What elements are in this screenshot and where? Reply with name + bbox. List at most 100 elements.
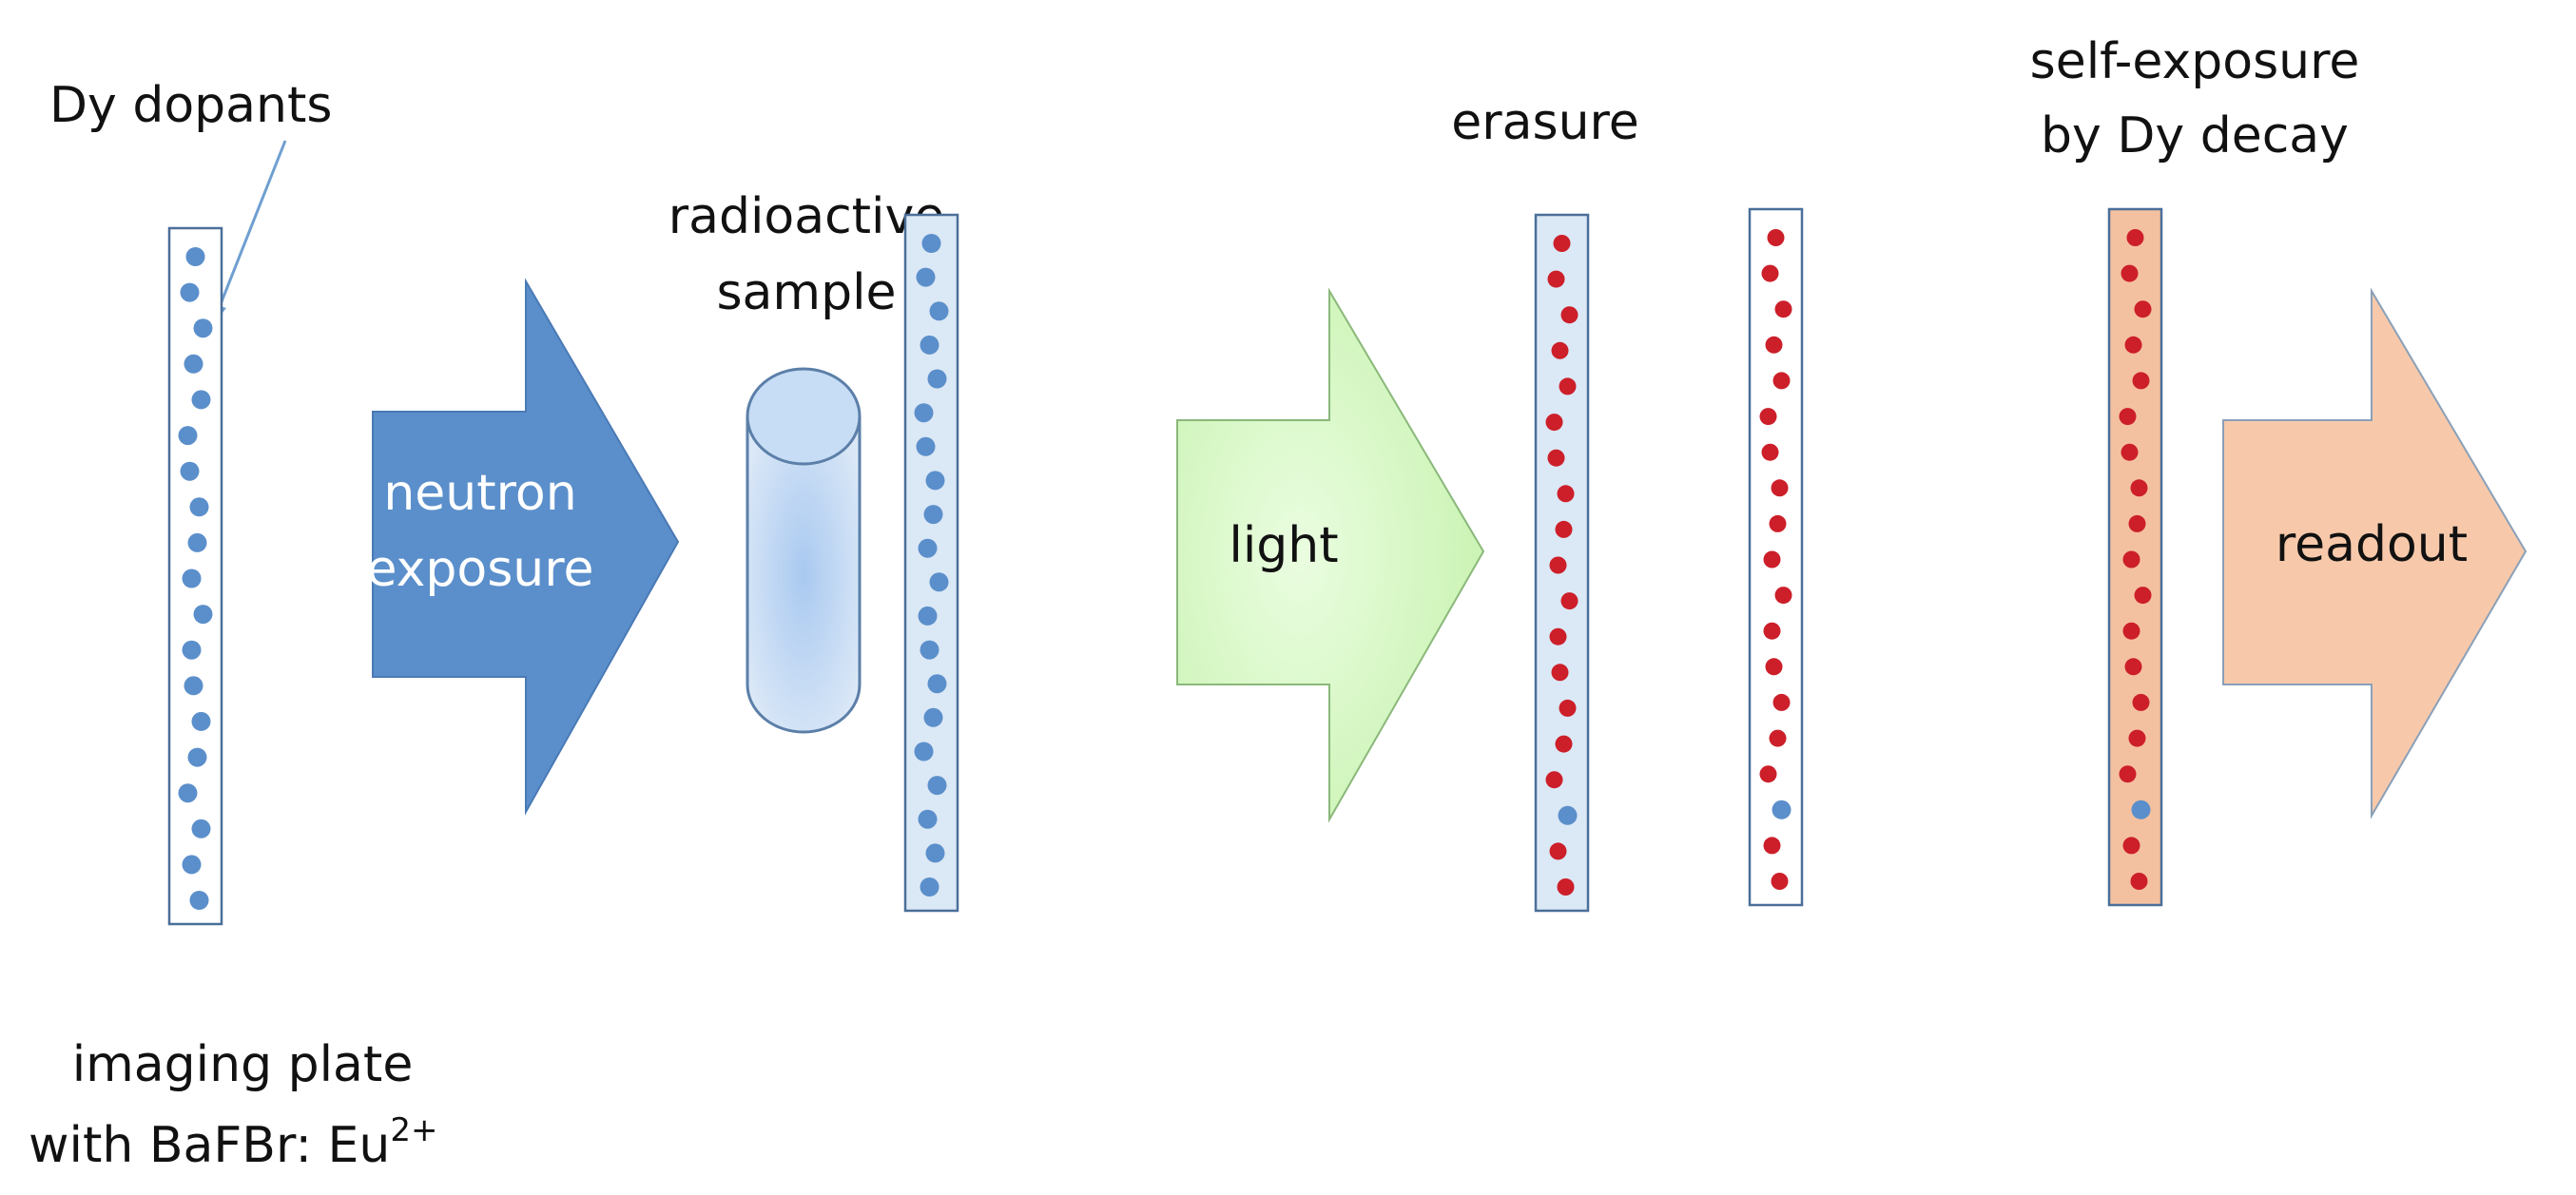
plate-erased-dopant-dot (1774, 300, 1792, 318)
plate-after-light-dopant-dot (1545, 771, 1563, 789)
plate-after-light-dopant-dot (1555, 735, 1573, 753)
plate-self-exposure-dopant-dot (2122, 837, 2140, 855)
plate-erased-dopant-dot (1765, 658, 1783, 676)
plate-erased-dopant-dot (1769, 514, 1787, 532)
plate-self-exposure-dopant-dot (2119, 408, 2137, 426)
plate-erased-dopant-dot (1765, 336, 1783, 354)
light-arrow-label: light (1229, 517, 1338, 574)
plate-self-exposure-dopant-dot (2132, 372, 2150, 390)
plate-self-exposure-dopant-dot (2124, 658, 2142, 676)
plate-erased-dopant-dot (1772, 693, 1791, 711)
plate-after-light-dopant-dot (1560, 306, 1579, 324)
plate-self-exposure-dopant-dot (2126, 229, 2144, 246)
plate-initial-dopant-dot (189, 497, 209, 517)
plate-after-light-dopant-dot (1549, 556, 1567, 574)
neutron-arrow-label-1: neutron (383, 465, 576, 522)
plate-exposed-dopant-dot (918, 538, 938, 558)
plate-self-exposure-dopant-dot (2122, 622, 2140, 640)
plate-self-exposure-dopant-dot (2128, 514, 2146, 532)
plate-initial-dopant-dot (187, 532, 207, 552)
label-dy-dopants: Dy dopants (49, 77, 332, 134)
label-erasure: erasure (1451, 94, 1639, 151)
plate-exposed-dopant-dot (923, 505, 943, 525)
plate-after-light-dopant-dot (1547, 449, 1565, 467)
radioactive-sample-cylinder (746, 367, 862, 734)
plate-after-light-dopant-dot (1558, 805, 1578, 825)
plate-exposed-dopant-dot (914, 742, 934, 761)
plate-exposed-dopant-dot (916, 436, 936, 456)
plate-exposed-dopant-dot (914, 403, 934, 423)
neutron-arrow-label-2: exposure (367, 541, 594, 598)
plate-exposed-dopant-dot (920, 335, 939, 355)
plate-after-light-dopant-dot (1559, 699, 1577, 717)
plate-initial-dopant-dot (184, 676, 203, 696)
label-sample: sample (716, 264, 896, 321)
plate-exposed-dopant-dot (927, 674, 947, 694)
plate-self-exposure-dopant-dot (2134, 587, 2152, 605)
plate-self-exposure-dopant-dot (2119, 765, 2137, 783)
plate-erased-dopant-dot (1761, 443, 1779, 461)
plate-erased-dopant-dot (1774, 587, 1792, 605)
plate-self-exposure-dopant-dot (2130, 873, 2148, 890)
plate-initial-dopant-dot (191, 711, 211, 731)
plate-after-light-dopant-dot (1557, 878, 1575, 896)
plate-initial-dopant-dot (180, 461, 200, 481)
plate-erased-dopant-dot (1759, 765, 1777, 783)
imaging-plates (167, 207, 2163, 926)
plate-self-exposure-dopant-dot (2121, 443, 2139, 461)
plate-initial-dopant-dot (189, 891, 209, 910)
light-arrow (1176, 287, 1485, 823)
plate-after-light-dopant-dot (1560, 592, 1579, 610)
plate-erased-dopant-dot (1772, 800, 1792, 819)
label-by-dy-decay: by Dy decay (2041, 107, 2349, 164)
plate-initial-dopant-dot (193, 605, 213, 625)
plate-self-exposure-dopant-dot (2122, 550, 2140, 569)
plate-after-light-dopant-dot (1557, 485, 1575, 503)
plate-erased-dopant-dot (1772, 372, 1791, 390)
label-imaging-plate-material: with BaFBr: Eu2+ (29, 1111, 437, 1174)
plate-erased-dopant-dot (1771, 873, 1789, 890)
plate-after-light-dopant-dot (1549, 842, 1567, 860)
plate-initial-dopant-dot (191, 390, 211, 410)
plate-self-exposure-dopant-dot (2134, 300, 2152, 318)
plate-self-exposure-dopant-dot (2124, 336, 2142, 354)
plate-after-light-dopant-dot (1545, 414, 1563, 432)
label-radioactive: radioactive (668, 188, 945, 245)
plate-after-light-dopant-dot (1555, 520, 1573, 538)
plate-initial-dopant-dot (187, 747, 207, 767)
imaging-plate-superscript: 2+ (390, 1111, 437, 1149)
plate-initial-dopant-dot (185, 247, 205, 266)
plate-erased-dopant-dot (1771, 479, 1789, 497)
imaging-plate-formula: with BaFBr: Eu (29, 1117, 390, 1174)
plate-after-light-dopant-dot (1551, 341, 1569, 359)
readout-arrow (2222, 287, 2528, 819)
plate-initial-dopant-dot (184, 354, 203, 374)
plate-erased-dopant-dot (1763, 622, 1781, 640)
readout-arrow-label: readout (2276, 516, 2468, 573)
plate-initial-dopant-dot (182, 855, 202, 875)
plate-after-light-dopant-dot (1549, 627, 1567, 646)
plate-after-light-dopant-dot (1547, 270, 1565, 288)
plate-exposed-dopant-dot (916, 267, 936, 287)
plate-exposed-dopant-dot (918, 809, 938, 829)
plate-exposed (903, 213, 959, 913)
plate-self-exposure-dopant-dot (2132, 693, 2150, 711)
plate-exposed-dopant-dot (925, 843, 945, 863)
plate-self-exposure-dopant-dot (2130, 479, 2148, 497)
plate-exposed-dopant-dot (927, 369, 947, 389)
plate-self-exposure-dopant-dot (2121, 264, 2139, 282)
plate-exposed-dopant-dot (920, 877, 939, 896)
plate-exposed-dopant-dot (925, 471, 945, 491)
label-imaging-plate: imaging plate (72, 1036, 414, 1093)
neutron-exposure-arrow (372, 278, 680, 816)
plate-initial-dopant-dot (191, 819, 211, 838)
plate-erased-dopant-dot (1767, 229, 1785, 246)
plate-initial-dopant-dot (182, 569, 202, 588)
dy-dopants-pointer (215, 140, 287, 315)
plate-exposed-dopant-dot (927, 776, 947, 796)
plate-exposed-dopant-dot (923, 707, 943, 727)
plate-erased-dopant-dot (1763, 550, 1781, 569)
label-self-exposure: self-exposure (2030, 33, 2360, 90)
plate-erased-dopant-dot (1761, 264, 1779, 282)
